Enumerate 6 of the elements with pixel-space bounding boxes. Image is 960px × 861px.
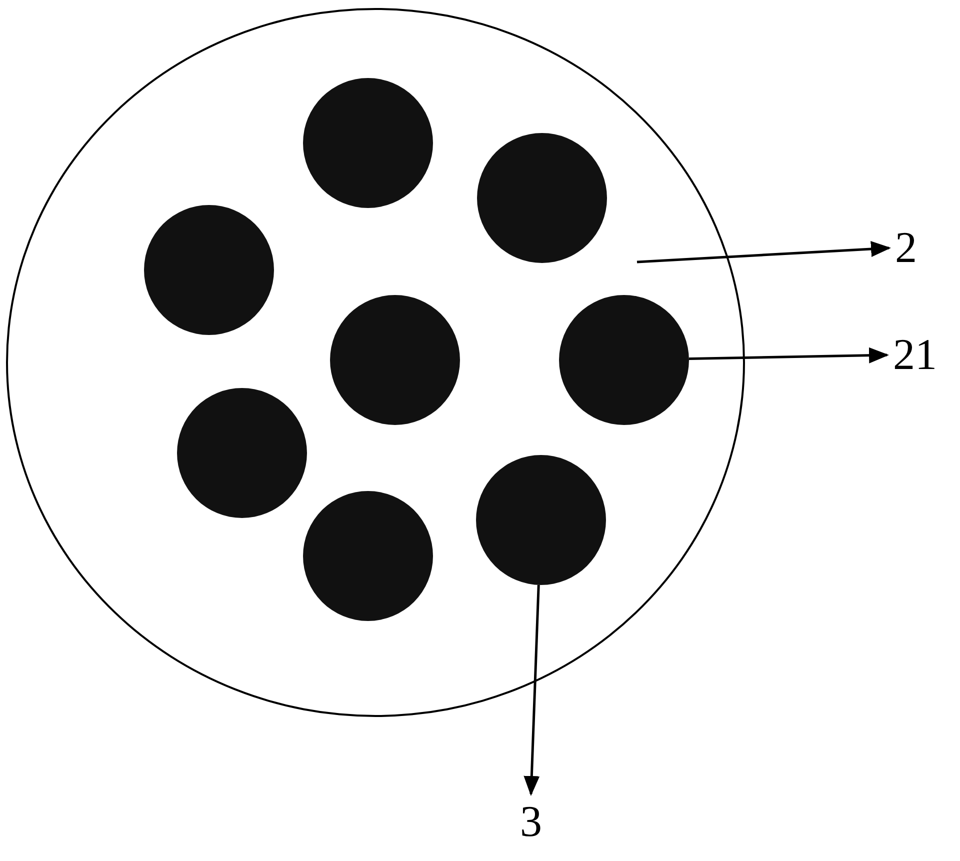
callout-number: 3 xyxy=(520,800,542,844)
callout-number: 2 xyxy=(895,226,917,270)
callout-number: 21 xyxy=(893,333,937,377)
leader-line xyxy=(524,584,540,796)
leader-line xyxy=(688,347,889,364)
leader-line xyxy=(636,241,891,264)
